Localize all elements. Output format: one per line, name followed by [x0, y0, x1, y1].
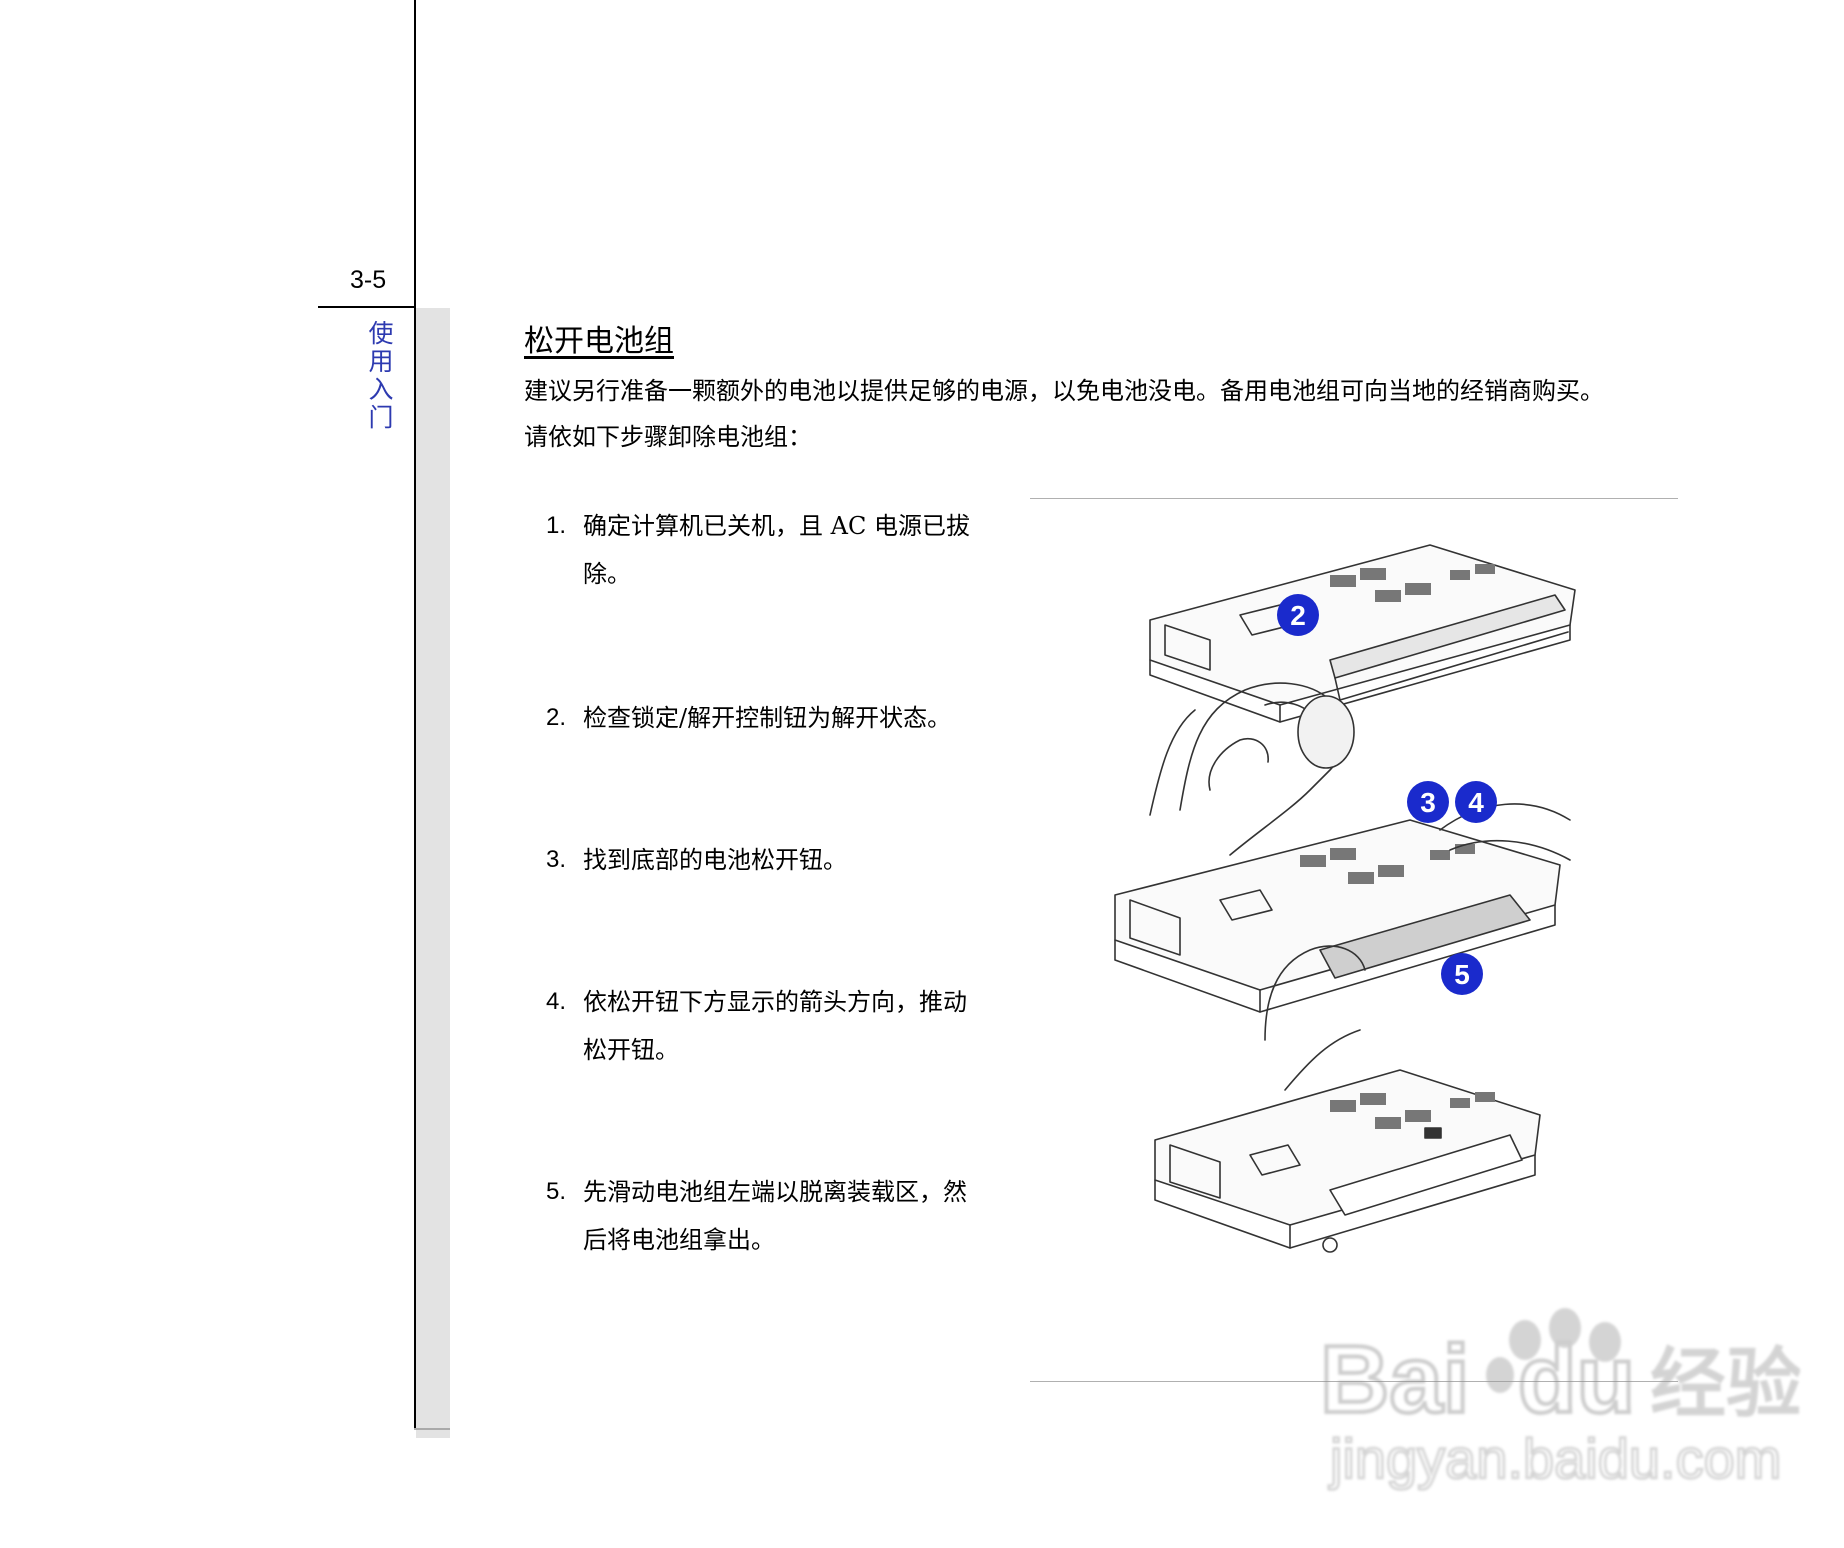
callout-number: 4	[1468, 787, 1484, 818]
callout-number: 5	[1454, 959, 1470, 990]
step-text: 检查锁定/解开控制钮为解开状态。	[583, 704, 952, 732]
margin-gray-band	[416, 308, 450, 1438]
step-text: 找到底部的电池松开钮。	[583, 846, 847, 874]
step-item: 1. 确定计算机已关机，且 AC 电源已拔除。	[546, 502, 986, 598]
intro-paragraph: 请依如下步骤卸除电池组：	[524, 423, 812, 451]
callout-badge-2: 2	[1277, 594, 1319, 636]
laptop-illustration-2	[1114, 803, 1571, 1091]
page-number-rule	[318, 306, 416, 308]
callout-number: 3	[1420, 787, 1436, 818]
intro-text: 建议另行准备一颗额外的电池以提供足够的电源，以免电池没电。备用电池组可向当地的经…	[524, 368, 1704, 460]
step-number: 1.	[546, 512, 567, 539]
laptop-illustration-3	[1154, 1069, 1541, 1253]
watermark-brand-cn: 经验	[1650, 1339, 1800, 1428]
figure-bottom-rule	[1030, 1381, 1678, 1382]
section-title: 松开电池组	[524, 324, 674, 359]
callout-badge-3: 3	[1407, 781, 1449, 823]
step-text: 依松开钮下方显示的箭头方向，推动松开钮。	[583, 988, 967, 1064]
margin-bottom-tick	[414, 1428, 450, 1430]
section-label-char: 门	[368, 403, 394, 432]
watermark-brand-tail: du	[1518, 1326, 1635, 1433]
figure-top-rule	[1030, 498, 1678, 499]
step-item: 5. 先滑动电池组左端以脱离装载区，然后将电池组拿出。	[546, 1168, 986, 1264]
intro-paragraph: 建议另行准备一颗额外的电池以提供足够的电源，以免电池没电。备用电池组可向当地的经…	[524, 377, 1604, 405]
callout-badge-5: 5	[1441, 953, 1483, 995]
section-label: 使 用 入 门	[366, 320, 396, 432]
watermark-logo: Bai du 经验 jingyan.baidu.com	[1320, 1308, 1800, 1491]
page-number: 3-5	[350, 266, 387, 294]
callout-number: 2	[1290, 600, 1306, 631]
watermark-brand: Bai	[1320, 1326, 1469, 1433]
step-item: 4. 依松开钮下方显示的箭头方向，推动松开钮。	[546, 978, 986, 1074]
watermark-url: jingyan.baidu.com	[1328, 1427, 1781, 1490]
margin-vertical-rule	[414, 0, 416, 1428]
step-number: 4.	[546, 988, 567, 1015]
section-label-char: 入	[368, 375, 394, 404]
step-text: 确定计算机已关机，且 AC 电源已拔除。	[583, 512, 970, 588]
laptop-illustration-1	[1149, 544, 1576, 856]
step-item: 3. 找到底部的电池松开钮。	[546, 836, 986, 884]
callout-badge-4: 4	[1455, 781, 1497, 823]
step-number: 2.	[546, 704, 567, 731]
step-number: 5.	[546, 1178, 567, 1205]
step-text: 先滑动电池组左端以脱离装载区，然后将电池组拿出。	[583, 1178, 967, 1254]
section-label-char: 用	[368, 347, 394, 376]
step-item: 2. 检查锁定/解开控制钮为解开状态。	[546, 694, 986, 742]
section-label-char: 使	[368, 319, 394, 348]
battery-removal-illustration: 2 3 4 5	[1114, 544, 1576, 1253]
paw-icon	[1486, 1308, 1621, 1393]
step-number: 3.	[546, 846, 567, 873]
